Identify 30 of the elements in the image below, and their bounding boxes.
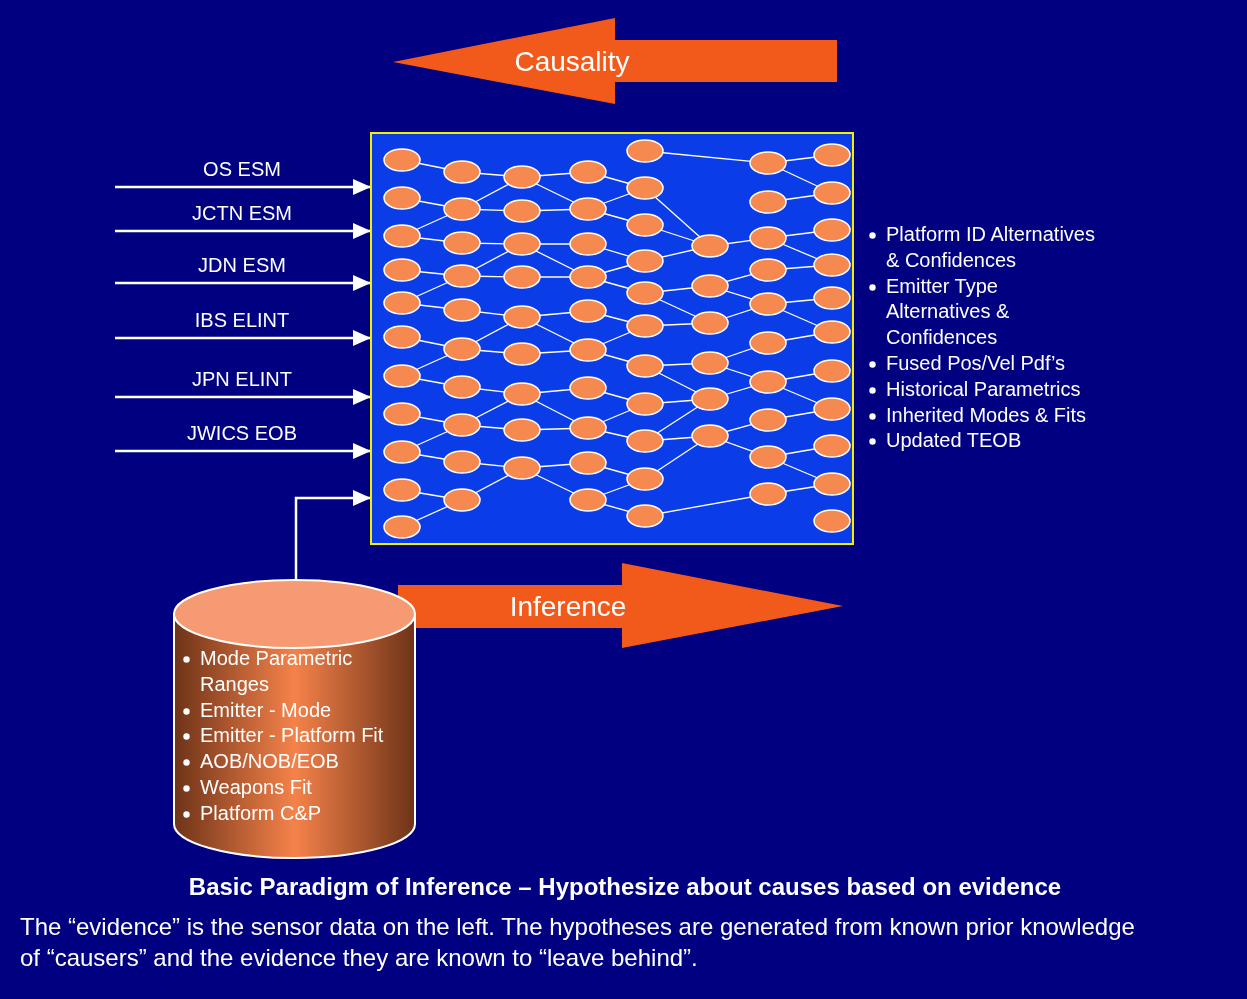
output-list-item: Updated TEOB	[886, 429, 1022, 452]
list-item: AOB/NOB/EOB	[200, 750, 339, 773]
list-item: Emitter - Platform Fit	[200, 724, 384, 747]
arrow-label: Inference	[509, 591, 627, 622]
edge-label: JCTN ESM	[192, 202, 292, 224]
arrow	[115, 443, 371, 459]
output-list-item: Fused Pos/Vel Pdf’s	[886, 352, 1065, 374]
list-item: Mode Parametric Ranges	[200, 647, 353, 695]
arrow	[115, 275, 371, 291]
arrow	[115, 389, 371, 405]
edge-label: OS ESM	[203, 158, 281, 180]
arrow	[115, 223, 371, 239]
database-cylinder	[172, 578, 417, 860]
list-item: Weapons Fit	[200, 776, 312, 798]
edge-label: JPN ELINT	[192, 368, 292, 390]
arrow	[115, 330, 371, 346]
list-item: Platform C&P	[200, 801, 322, 824]
arrow-label: Causality	[514, 46, 630, 77]
arrow	[294, 490, 371, 580]
edge-label: JDN ESM	[198, 254, 286, 276]
output-list-item: Historical Parametrics	[886, 377, 1081, 400]
output-list-item: Emitter Type Alternatives & Confidences	[886, 274, 1010, 349]
list-item: Emitter - Mode	[200, 698, 332, 721]
caption: The “evidence” is the sensor data on the left. The hypotheses are generated from known prior knowledge of “causers” and the evidence they are known to “leave behind”.	[20, 912, 1136, 973]
output-list-item: Platform ID Alternatives & Confidences	[886, 223, 1095, 271]
edge-label: IBS ELINT	[194, 309, 290, 331]
edge-label: JWICS EOB	[187, 422, 297, 444]
title: Basic Paradigm of Inference – Hypothesize about causes based on evidence	[188, 873, 1062, 900]
arrow	[115, 179, 371, 195]
output-list-item: Inherited Modes & Fits	[886, 403, 1087, 426]
